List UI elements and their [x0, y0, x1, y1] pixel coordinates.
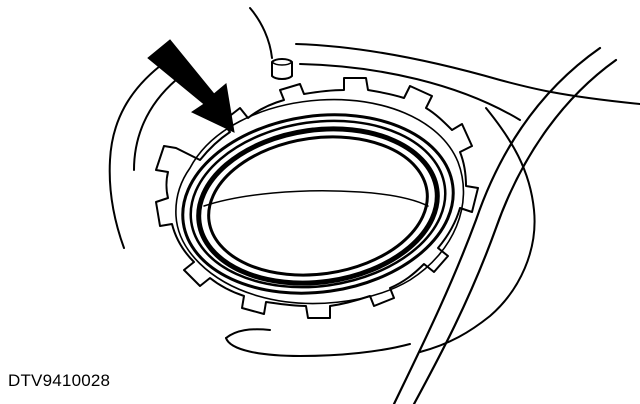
tube	[392, 46, 618, 404]
seal	[181, 113, 455, 295]
housing-outline	[108, 7, 640, 357]
locating-pin	[271, 58, 293, 80]
figure-id-label: DTV9410028	[8, 371, 111, 390]
snap-ring	[155, 77, 479, 319]
arrow-icon	[147, 39, 235, 133]
